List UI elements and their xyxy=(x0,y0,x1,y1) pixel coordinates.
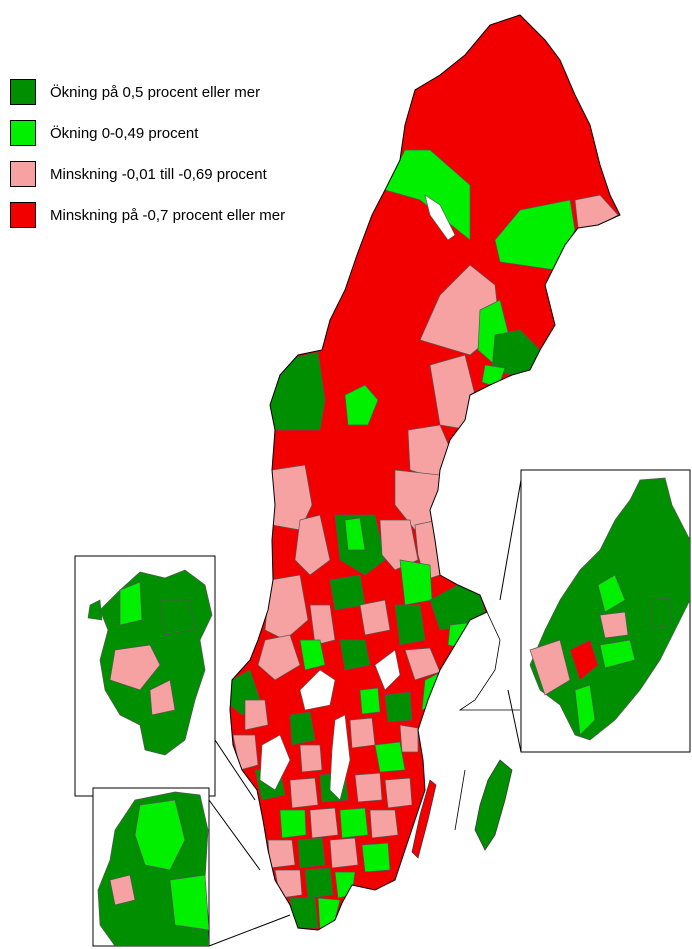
municipality-region xyxy=(289,711,316,746)
legend-swatch xyxy=(10,120,36,146)
oland-island xyxy=(411,779,437,859)
municipality-region xyxy=(384,691,413,723)
legend-label: Ökning 0-0,49 procent xyxy=(50,124,199,142)
municipality-region xyxy=(361,842,391,873)
municipality-region xyxy=(447,621,476,651)
gotland-island xyxy=(474,759,513,851)
municipality-region xyxy=(374,741,406,773)
municipality-region xyxy=(289,897,319,929)
municipality-region xyxy=(344,517,366,551)
municipality-region xyxy=(394,604,426,646)
legend-item: Minskning på -0,7 procent eller mer xyxy=(10,201,350,229)
municipality-region xyxy=(267,839,296,869)
municipality-region xyxy=(359,687,381,715)
municipality-region xyxy=(309,604,336,646)
municipality-region xyxy=(369,809,399,839)
municipality-region xyxy=(244,699,269,731)
municipality-region xyxy=(232,734,259,771)
lakes xyxy=(259,194,456,801)
legend-item: Ökning på 0,5 procent eller mer xyxy=(10,78,350,106)
municipality-region xyxy=(399,559,433,606)
inset-stockholm xyxy=(499,469,691,753)
legend-swatch xyxy=(10,79,36,105)
municipality-region xyxy=(354,772,383,803)
municipality-region xyxy=(494,199,576,271)
municipality-region xyxy=(264,574,309,641)
legend-swatch xyxy=(10,161,36,187)
municipality-region xyxy=(309,807,339,839)
legend-item: Ökning 0-0,49 procent xyxy=(10,119,350,147)
municipality-region xyxy=(359,599,391,636)
municipality-region xyxy=(329,837,359,869)
municipality-region xyxy=(274,869,303,899)
legend-label: Minskning på -0,7 procent eller mer xyxy=(50,206,286,224)
municipality-region xyxy=(317,897,341,930)
coast-line-2 xyxy=(454,769,466,831)
municipality-region xyxy=(299,639,326,671)
municipality-region xyxy=(269,351,326,431)
municipality-region xyxy=(384,777,413,809)
municipality-region xyxy=(339,807,369,839)
legend-swatch xyxy=(10,202,36,228)
legend-label: Ökning på 0,5 procent eller mer xyxy=(50,83,261,101)
municipality-region xyxy=(339,639,371,671)
municipality-region xyxy=(304,867,334,899)
municipality-region xyxy=(294,514,331,576)
legend-label: Minskning -0,01 till -0,69 procent xyxy=(50,165,267,183)
coast-line xyxy=(458,611,520,711)
municipality-region xyxy=(344,384,379,426)
municipality-region xyxy=(297,837,326,869)
municipality-region xyxy=(399,724,419,753)
inset-skane xyxy=(92,787,291,947)
municipality-region xyxy=(289,777,319,809)
legend: Ökning på 0,5 procent eller mer Ökning 0… xyxy=(10,78,350,242)
municipality-region xyxy=(279,809,307,839)
municipality-region xyxy=(257,634,301,681)
municipality-region xyxy=(299,744,323,773)
municipality-region xyxy=(349,717,376,749)
inset-west-coast xyxy=(74,555,256,801)
legend-item: Minskning -0,01 till -0,69 procent xyxy=(10,160,350,188)
